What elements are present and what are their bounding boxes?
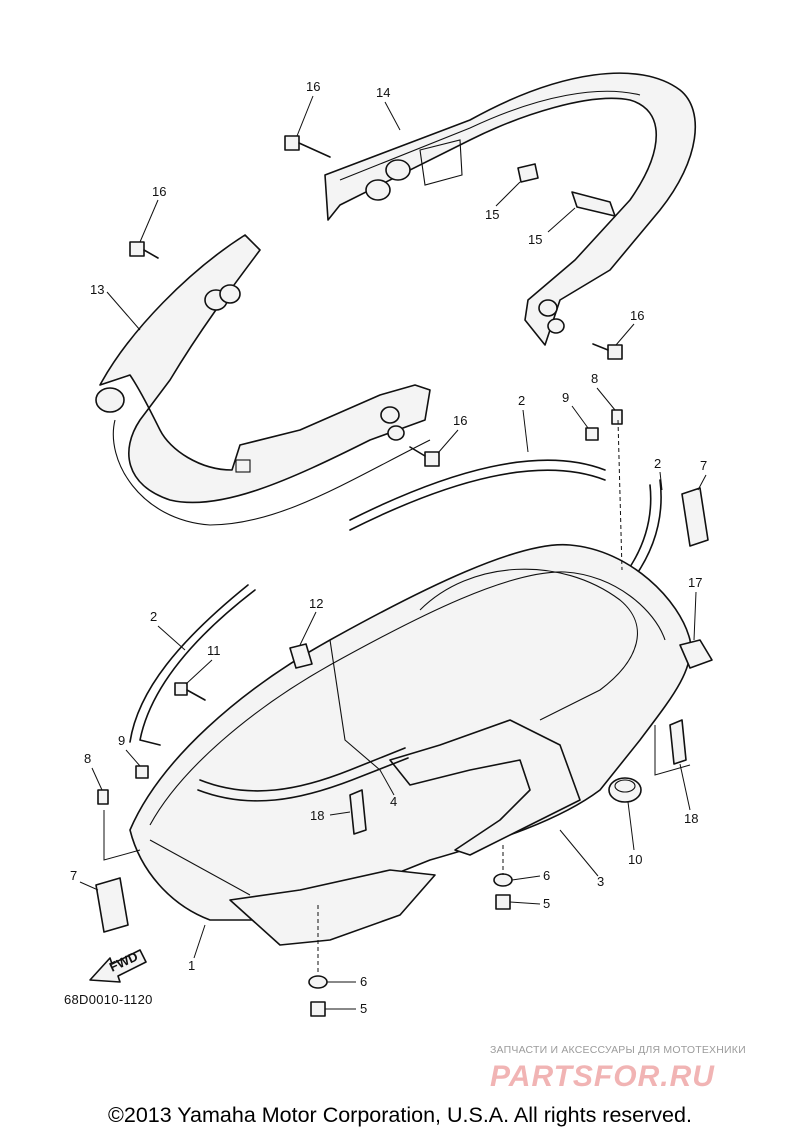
svg-text:18: 18 [310,808,324,823]
svg-text:1: 1 [188,958,195,973]
callout-11: 11 [185,643,221,685]
svg-text:7: 7 [700,458,707,473]
callout-3: 3 [559,829,604,889]
part-16-bolt-d [409,446,440,467]
callout-16-d: 16 [437,413,467,454]
svg-text:16: 16 [453,413,467,428]
svg-text:9: 9 [562,390,569,405]
callout-1: 1 [188,924,206,973]
svg-text:12: 12 [309,596,323,611]
svg-text:9: 9 [118,733,125,748]
callout-18-a: 18 [310,808,351,823]
part-5-bolt-a [495,894,511,910]
svg-text:5: 5 [360,1001,367,1016]
svg-text:2: 2 [518,393,525,408]
svg-text:15: 15 [528,232,542,247]
callout-10: 10 [627,801,642,867]
part-6-washer-a [493,873,513,887]
callout-2-b: 2 [654,456,663,491]
svg-text:2: 2 [654,456,661,471]
callout-17: 17 [688,575,702,641]
part-2-seal-left-inner [129,584,249,743]
part-9-screw-a [585,427,599,441]
part-17-clip [679,639,713,669]
callout-18-b: 18 [679,763,698,826]
callout-5-a: 5 [509,896,550,911]
svg-text:8: 8 [84,751,91,766]
callout-15-a: 15 [485,181,521,222]
watermark: ЗАПЧАСТИ И АКСЕССУАРЫ ДЛЯ МОТОТЕХНИКИ PA… [490,1044,790,1094]
copyright-notice: ©2013 Yamaha Motor Corporation, U.S.A. A… [108,1103,692,1127]
callout-8-a: 8 [591,371,616,411]
part-4-seal [199,747,406,792]
part-18-clamp-left [349,789,367,835]
part-16-bolt-a [284,135,331,158]
diagram-code: 68D0010-1120 [64,992,153,1007]
part-2-seal-top-inner [349,469,606,531]
part-11-screw [174,682,206,701]
part-7-clip-left [95,877,129,933]
callout-12: 12 [299,596,323,646]
callout-7-b: 7 [70,868,99,891]
callout-6-a: 6 [511,868,550,883]
svg-text:16: 16 [152,184,166,199]
part-16-bolt-b [129,241,159,259]
callout-13: 13 [90,282,141,331]
part-8-nut-b [97,789,109,805]
svg-text:17: 17 [688,575,702,590]
callout-15-b: 15 [528,207,576,247]
part-12-clip [289,643,313,669]
part-2-seal-left [139,589,256,746]
callout-2-c: 2 [150,609,186,651]
callout-9-a: 9 [562,390,589,429]
svg-text:5: 5 [543,896,550,911]
svg-text:15: 15 [485,207,499,222]
callout-4: 4 [379,769,397,809]
part-15-pad-lower [571,191,616,217]
callout-8-b: 8 [84,751,103,791]
svg-text:3: 3 [597,874,604,889]
svg-text:4: 4 [390,794,397,809]
svg-text:2: 2 [150,609,157,624]
callout-16-a: 16 [296,79,320,137]
callout-14: 14 [376,85,401,131]
svg-text:7: 7 [70,868,77,883]
part-9-screw-b [135,765,149,779]
callout-16-c: 16 [615,308,644,346]
fwd-arrow-icon: FWD [89,949,147,983]
svg-text:6: 6 [360,974,367,989]
svg-text:16: 16 [306,79,320,94]
svg-text:11: 11 [207,643,221,658]
part-1-bottom-cowling [129,543,692,946]
part-18-clamp-right [669,719,687,765]
watermark-logo: PARTSFOR.RU [490,1060,715,1093]
part-3-bracket [389,719,581,856]
part-7-clip-right [681,487,709,547]
part-2-seal-top [349,459,606,521]
svg-text:6: 6 [543,868,550,883]
part-15-pad-upper [517,163,539,183]
callout-7-a: 7 [697,458,707,491]
callout-6-b: 6 [327,974,367,989]
svg-text:16: 16 [630,308,644,323]
part-13-bracket [95,234,431,526]
watermark-text: ЗАПЧАСТИ И АКСЕССУАРЫ ДЛЯ МОТОТЕХНИКИ [490,1044,746,1056]
svg-text:14: 14 [376,85,390,100]
part-8-nut-a [611,409,623,425]
part-14-bracket [324,72,697,346]
part-16-bolt-c [592,343,623,360]
svg-text:18: 18 [684,811,698,826]
callout-16-b: 16 [139,184,166,243]
callout-2-a: 2 [518,393,529,453]
part-4-seal-inner [197,757,409,802]
svg-text:13: 13 [90,282,104,297]
svg-text:8: 8 [591,371,598,386]
callout-5-b: 5 [325,1001,367,1016]
part-6-washer-b [308,975,328,989]
part-10-grommet [608,777,642,803]
svg-text:10: 10 [628,852,642,867]
part-5-bolt-b [310,1001,326,1017]
callout-9-b: 9 [118,733,141,767]
